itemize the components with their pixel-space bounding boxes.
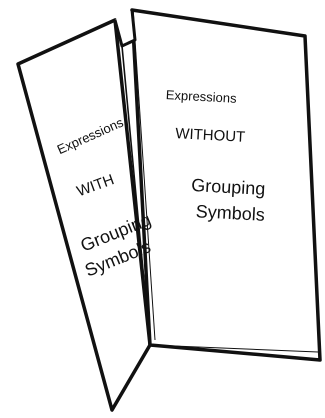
right-symbols: Symbols [195, 201, 265, 225]
right-grouping: Grouping [191, 175, 266, 199]
